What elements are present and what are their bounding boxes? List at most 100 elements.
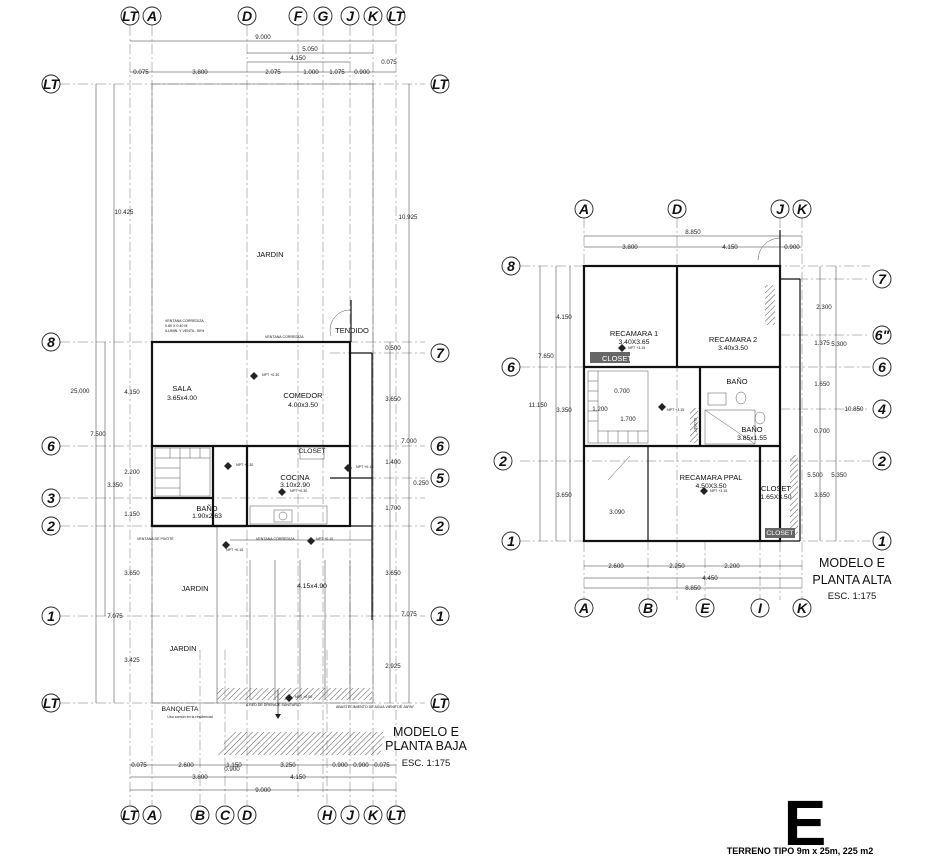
room-size-recamara-ppal: 4.50X3.50 xyxy=(696,483,727,490)
axis-bubble: LT xyxy=(122,8,140,24)
svg-text:4.150: 4.150 xyxy=(722,244,738,251)
svg-text:7.500: 7.500 xyxy=(90,431,106,438)
axis-bubble: K xyxy=(797,600,808,616)
room-label-recamara2: RECAMARA 2 xyxy=(709,335,757,344)
axis-bubble: LT xyxy=(388,8,406,24)
axis-bubble: K xyxy=(797,201,808,217)
axis-bubble: LT xyxy=(43,695,61,711)
axis-bubble: B xyxy=(643,600,653,616)
room-label-jardin: JARDIN xyxy=(256,250,283,259)
ground-title-line2: PLANTA BAJA xyxy=(385,739,467,753)
room-label-closet2: CLOSET xyxy=(693,418,697,433)
room-label-sala: SALA xyxy=(172,384,191,393)
svg-text:10.925: 10.925 xyxy=(399,214,418,221)
svg-text:4.150: 4.150 xyxy=(290,774,306,781)
svg-text:0.075: 0.075 xyxy=(374,762,390,769)
axis-bubble: 2 xyxy=(46,518,55,534)
svg-text:2.200: 2.200 xyxy=(124,469,140,476)
axis-bubble: A xyxy=(146,807,157,823)
upper-floor-plan: A D J K A B E I K 8 6 2 1 7 6" 6 4 2 1 xyxy=(493,199,892,618)
svg-text:0.700: 0.700 xyxy=(814,428,830,435)
room-label-bano2: BAÑO xyxy=(741,425,762,434)
upper-top-axis-labels: A D J K xyxy=(574,199,812,219)
svg-text:1.200: 1.200 xyxy=(592,406,608,413)
svg-text:3.350: 3.350 xyxy=(107,482,123,489)
svg-text:0.075: 0.075 xyxy=(133,69,149,76)
axis-bubble: 1 xyxy=(47,608,55,624)
svg-text:9.000: 9.000 xyxy=(255,787,271,794)
svg-text:7.075: 7.075 xyxy=(107,613,123,620)
axis-bubble: K xyxy=(368,807,379,823)
svg-text:0.500: 0.500 xyxy=(385,345,401,352)
axis-bubble: K xyxy=(368,8,379,24)
svg-text:NPT +0.10: NPT +0.10 xyxy=(316,537,333,541)
svg-text:ILUMIN. Y VENTIL. 50%: ILUMIN. Y VENTIL. 50% xyxy=(165,329,205,333)
svg-text:1.150: 1.150 xyxy=(226,762,242,769)
axis-bubble: LT xyxy=(388,807,406,823)
model-caption: TERRENO TIPO 9m x 25m, 225 m2 xyxy=(727,846,874,856)
upper-floor-stairs xyxy=(587,370,649,444)
upper-scale: ESC. 1:175 xyxy=(828,591,877,602)
driveway-area xyxy=(216,526,385,755)
room-size-closet3: 1.65X3.50 xyxy=(761,494,792,501)
svg-text:0.900: 0.900 xyxy=(353,762,369,769)
model-badge: E TERRENO TIPO 9m x 25m, 225 m2 xyxy=(727,787,874,859)
axis-bubble: LT xyxy=(122,807,140,823)
room-label-closet1: CLOSET xyxy=(602,354,632,363)
svg-text:1.000: 1.000 xyxy=(303,69,319,76)
axis-bubble: A xyxy=(578,600,589,616)
axis-bubble: 6 xyxy=(47,438,55,454)
upper-top-dimensions: 8.850 3.800 4.150 0.900 xyxy=(584,229,802,251)
room-label-recamara1: RECAMARA 1 xyxy=(610,329,658,338)
lot-boundary xyxy=(151,83,374,704)
room-label-closet4: CLOSET xyxy=(766,530,793,537)
svg-text:4.150: 4.150 xyxy=(124,389,140,396)
upper-floor-walls xyxy=(582,264,801,543)
room-size-recamara1: 3.40X3.65 xyxy=(619,339,650,346)
svg-text:NPT +0.30: NPT +0.30 xyxy=(290,489,307,493)
svg-text:NPT +3.15: NPT +3.15 xyxy=(628,346,645,350)
axis-bubble: 2 xyxy=(498,453,507,469)
svg-text:0.900: 0.900 xyxy=(332,762,348,769)
svg-text:4.150: 4.150 xyxy=(556,314,572,321)
room-label-closet3: CLOSET xyxy=(761,484,791,493)
svg-text:3.800: 3.800 xyxy=(192,774,208,781)
svg-text:NPT +3.15: NPT +3.15 xyxy=(710,489,727,493)
svg-text:1.400: 1.400 xyxy=(385,459,401,466)
svg-text:8.850: 8.850 xyxy=(685,585,701,592)
svg-text:2.925: 2.925 xyxy=(385,663,401,670)
svg-text:7.075: 7.075 xyxy=(401,611,417,618)
ground-room-labels: JARDIN TENDIDO SALA 3.65x4.00 COMEDOR 4.… xyxy=(162,250,369,719)
axis-bubble: J xyxy=(346,8,355,24)
ground-bottom-axis-labels: LT A B C D H J K LT xyxy=(120,805,406,825)
svg-text:3.650: 3.650 xyxy=(814,492,830,499)
svg-text:0.075: 0.075 xyxy=(381,59,397,66)
svg-text:25.000: 25.000 xyxy=(71,388,90,395)
svg-text:11.150: 11.150 xyxy=(529,402,548,409)
svg-text:8.850: 8.850 xyxy=(685,229,701,236)
svg-text:VENTANA CORREDIZA: VENTANA CORREDIZA xyxy=(165,319,204,323)
axis-bubble: B xyxy=(195,807,205,823)
ground-right-dimensions: 10.925 0.500 3.650 7.000 1.400 0.250 1.7… xyxy=(385,84,429,703)
svg-text:0.700: 0.700 xyxy=(614,388,630,395)
ground-left-axis-labels: LT 8 6 3 2 1 LT xyxy=(41,74,61,713)
svg-text:1.375: 1.375 xyxy=(814,340,830,347)
axis-bubble: J xyxy=(776,201,785,217)
upper-title-line1: MODELO E xyxy=(819,556,885,570)
ground-top-dimensions: 9.000 5.050 4.150 0.075 3.800 2.075 1.00… xyxy=(130,34,397,76)
svg-text:0.80 X 0.40 M: 0.80 X 0.40 M xyxy=(165,324,187,328)
svg-text:10.850: 10.850 xyxy=(845,406,864,413)
svg-text:7.650: 7.650 xyxy=(538,353,554,360)
axis-bubble: D xyxy=(672,201,682,217)
door-line xyxy=(607,455,631,481)
room-size-recamara2: 3.40x3.50 xyxy=(718,345,748,352)
svg-text:NPT +0.15: NPT +0.15 xyxy=(356,465,373,469)
svg-text:0.900: 0.900 xyxy=(224,766,240,773)
room-label-jardin-mid: JARDIN xyxy=(181,584,208,593)
room-size-sala: 3.65x4.00 xyxy=(167,395,197,402)
balcony-door-swing xyxy=(757,237,781,261)
room-size-cochera: 4.15x4.90 xyxy=(297,583,327,590)
svg-text:2.300: 2.300 xyxy=(816,304,832,311)
svg-text:0.900: 0.900 xyxy=(354,69,370,76)
svg-text:0.250: 0.250 xyxy=(413,480,429,487)
